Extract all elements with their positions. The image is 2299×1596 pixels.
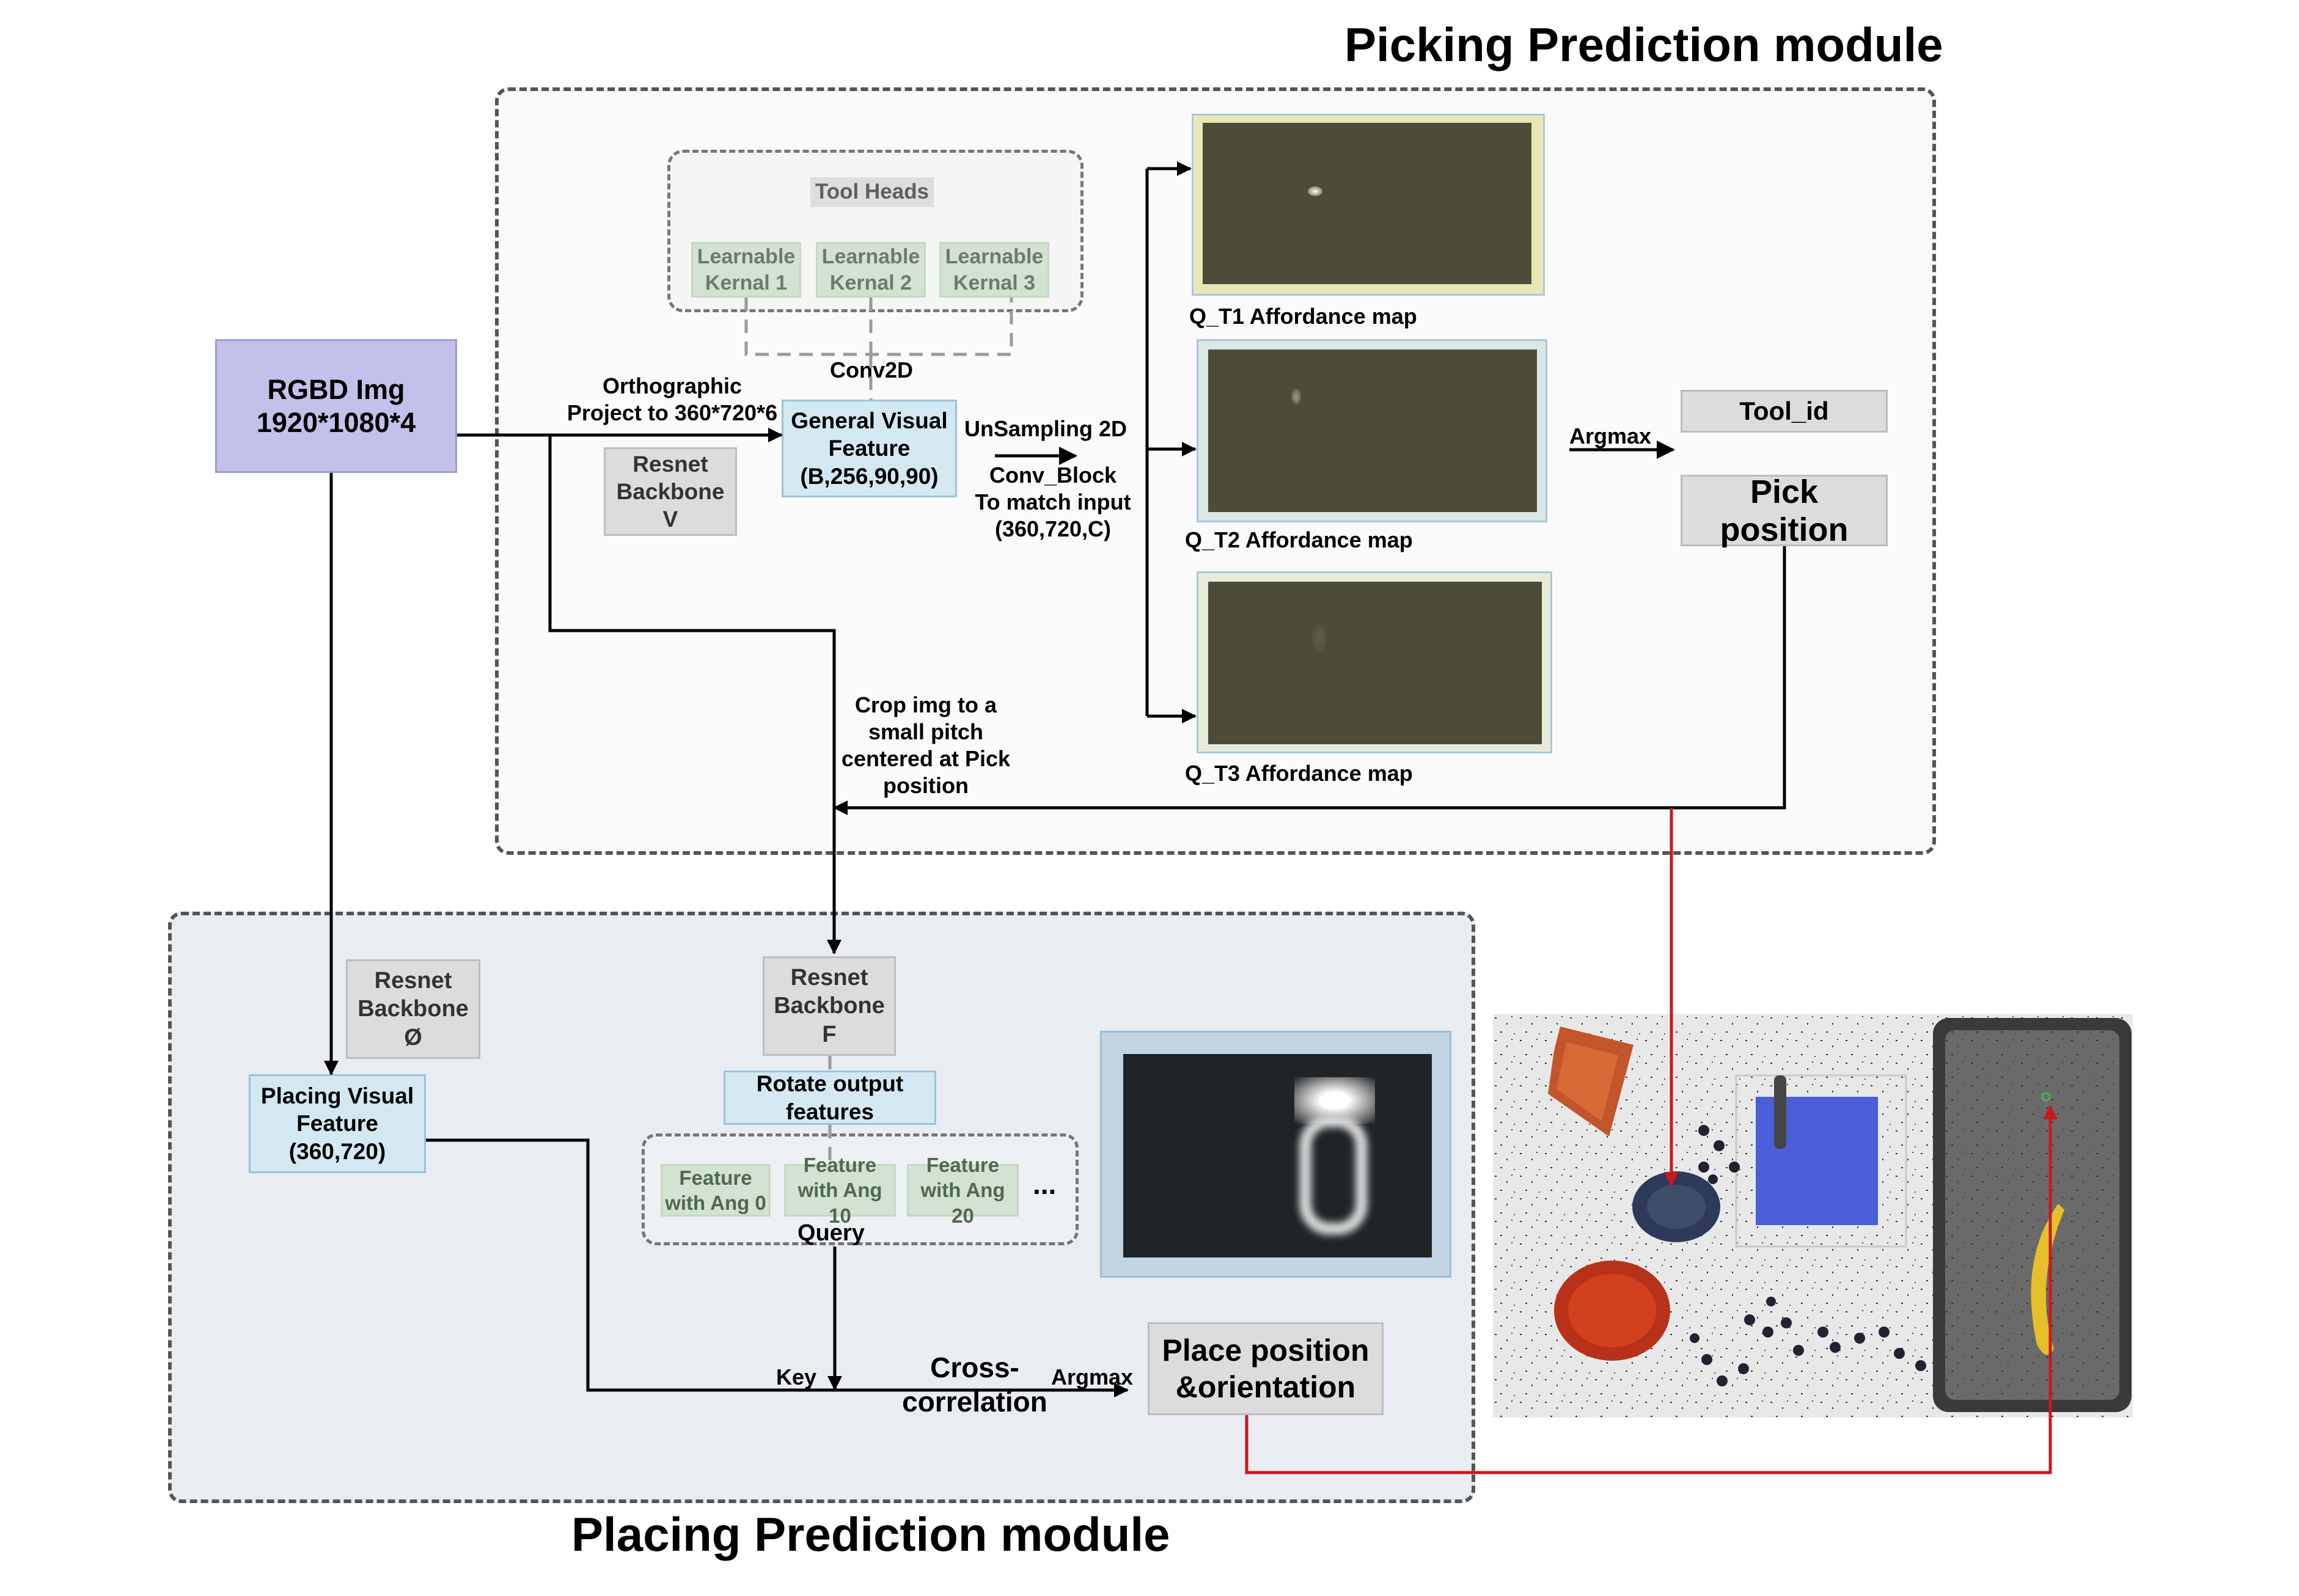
banana (2031, 1204, 2064, 1355)
beans (1690, 1125, 1926, 1386)
placing-heatmap-frame (1100, 1031, 1451, 1278)
affordance-heatmap-3 (1208, 582, 1542, 744)
affordance-map-3-label: Q_T3 Affordance map (1185, 761, 1413, 786)
affordance-hotspot (1312, 624, 1327, 651)
picking-module-title: Picking Prediction module (1344, 18, 1943, 71)
workspace-photo (1493, 1014, 2133, 1418)
placing-module-title: Placing Prediction module (571, 1507, 1170, 1561)
tool-id-box: Tool_id (1681, 390, 1888, 433)
placing-heatmap (1123, 1054, 1432, 1257)
place-position-box: Place position&orientation (1148, 1322, 1384, 1415)
arrow-placing-to-correlation (426, 1138, 1129, 1397)
arrow-to-resnet-f (548, 435, 842, 954)
affordance-map-2 (1197, 339, 1547, 522)
affordance-heatmap-2 (1208, 350, 1537, 512)
arrow-pick-to-crop (833, 546, 1786, 815)
red-arrow-place (1245, 1105, 2058, 1474)
affordance-map-1-label: Q_T1 Affordance map (1189, 304, 1417, 329)
ellipsis-label: ... (1033, 1168, 1057, 1200)
affordance-map-1 (1192, 114, 1545, 296)
affordance-hotspot (1291, 389, 1301, 404)
affordance-heatmap-1 (1203, 123, 1531, 284)
affordance-map-3 (1197, 571, 1552, 753)
query-label: Query (798, 1220, 865, 1246)
pick-argmax-label: Argmax (1569, 423, 1652, 448)
marker (1774, 1075, 1786, 1149)
key-label: Key (776, 1364, 817, 1389)
workspace-scene (1493, 1014, 2133, 1418)
pick-position-box: Pick position (1681, 474, 1888, 548)
upsampling-label: UnSampling 2D (964, 416, 1128, 441)
affordance-hotspot (1308, 186, 1322, 196)
tool-heads-dashes (744, 298, 1013, 1164)
tool-heads-label: Tool Heads (810, 177, 934, 207)
affordance-map-2-label: Q_T2 Affordance map (1185, 527, 1413, 552)
